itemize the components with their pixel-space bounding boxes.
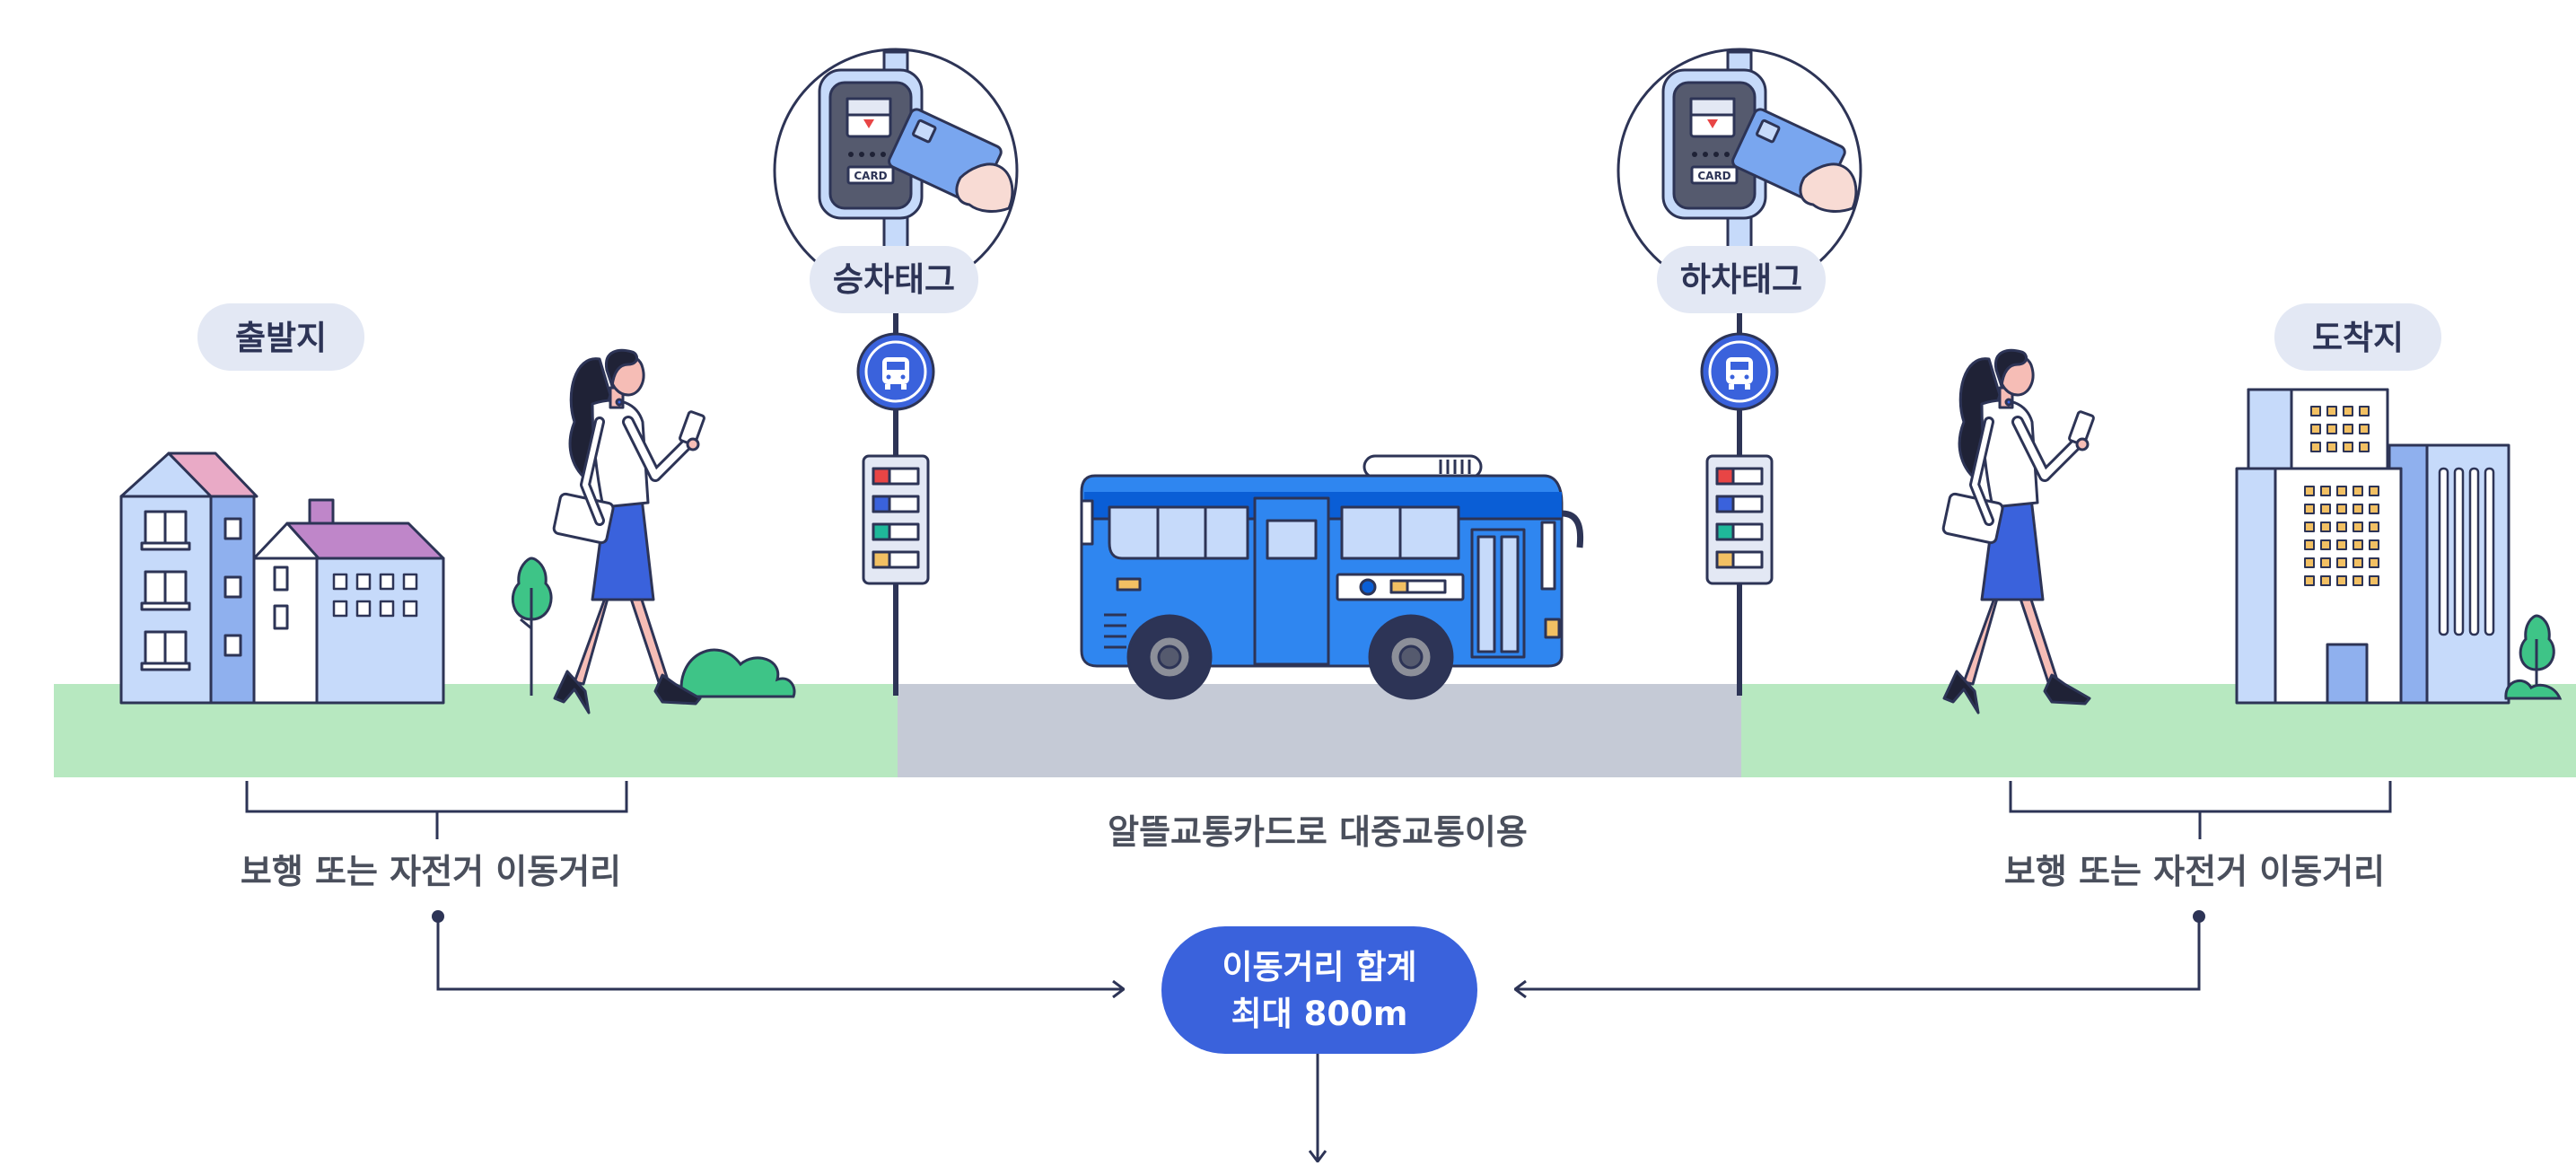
destination-buildings	[2235, 388, 2510, 705]
total-distance-badge: 이동거리 합계 최대 800m	[1161, 926, 1477, 1054]
arrow-left-to-total	[432, 910, 1124, 989]
transit-label: 알뜰교통카드로 대중교통이용	[1108, 812, 1528, 852]
total-distance-title: 이동거리 합계	[1222, 948, 1416, 986]
destination-label-text: 도착지	[2312, 319, 2404, 357]
walking-person-icon	[552, 348, 705, 715]
walking-person-icon-right	[1942, 350, 2094, 713]
road	[898, 684, 1741, 777]
ground	[54, 684, 2576, 777]
origin-label: 출발지	[197, 303, 364, 371]
tag-on-label-text: 승차태그	[833, 260, 955, 299]
origin-buildings	[119, 451, 445, 705]
tree-icon-right	[2504, 614, 2563, 700]
bush-icon	[679, 648, 796, 698]
origin-label-text: 출발지	[235, 319, 327, 357]
bus-stop-right	[1618, 49, 1861, 696]
tag-on-label: 승차태그	[810, 246, 978, 313]
bus-icon	[1080, 454, 1584, 700]
arrow-right-to-total	[1515, 910, 2205, 989]
tag-off-label-text: 하차태그	[1680, 260, 1802, 299]
bracket-right	[2009, 781, 2392, 839]
card-reader-label: CARD	[854, 170, 887, 182]
total-distance-value: 최대 800m	[1231, 995, 1408, 1033]
walk-distance-right-label: 보행 또는 자전거 이동거리	[2004, 852, 2385, 891]
bracket-left	[245, 781, 628, 839]
tag-off-label: 하차태그	[1657, 246, 1826, 313]
bus-stop: CARD	[773, 48, 1019, 696]
destination-label: 도착지	[2274, 303, 2441, 371]
tree-icon	[511, 557, 553, 696]
walk-distance-left-label: 보행 또는 자전거 이동거리	[241, 852, 621, 891]
